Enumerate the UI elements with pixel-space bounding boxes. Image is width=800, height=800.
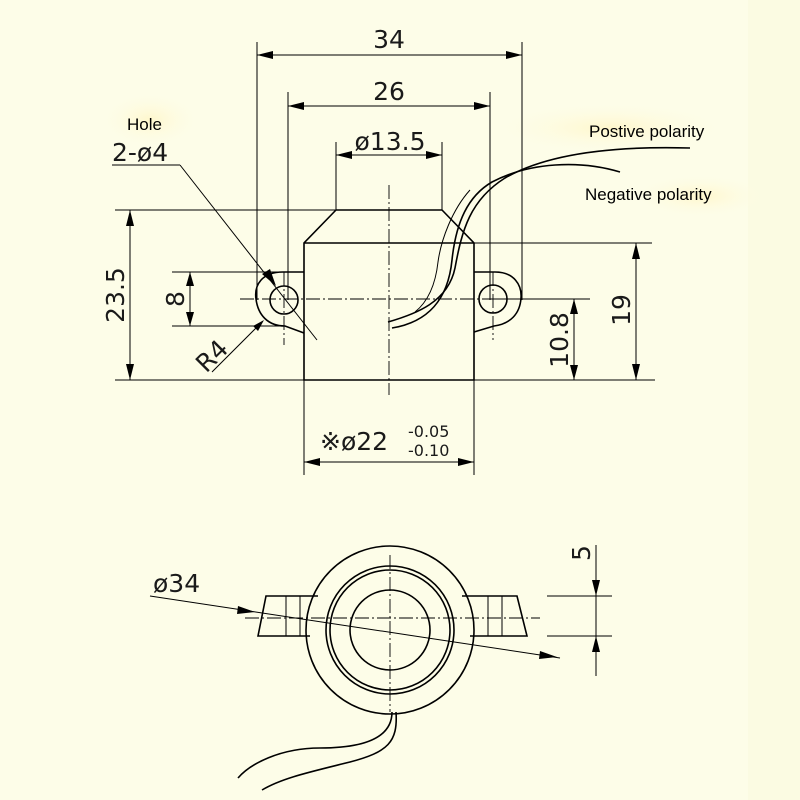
arrow-13-5-right <box>426 151 442 159</box>
positive-polarity-callout: Postive polarity <box>589 122 705 141</box>
holes-2-dia-4-label: 2-ø4 <box>112 138 168 167</box>
r4-leader-arrow <box>253 320 264 331</box>
arrow-5-top <box>592 580 600 596</box>
arrow-10-8-bottom <box>570 365 578 380</box>
holes-leader <box>179 164 318 341</box>
dim-13-5-label: ø13.5 <box>355 127 426 156</box>
left-ear-outline <box>254 271 305 334</box>
negative-label-highlight <box>630 174 770 218</box>
top-left-ear <box>257 595 318 637</box>
dim-34-label: 34 <box>373 25 405 54</box>
dim-26-label: 26 <box>373 77 405 106</box>
dim-10-8-label: 10.8 <box>545 312 574 368</box>
front-dimensions: 34 26 ø13.5 Hole 2-ø4 23.5 8 <box>101 25 712 475</box>
top-view: ø34 5 <box>149 545 612 791</box>
dim-22-tol-upper: -0.05 <box>408 422 449 441</box>
arrow-19-bottom <box>632 364 640 380</box>
hole-callout: Hole <box>127 115 162 134</box>
arrow-19-top <box>632 243 640 259</box>
arrow-8-top <box>186 272 194 286</box>
dia-34-leader <box>149 595 561 659</box>
negative-polarity-callout: Negative polarity <box>585 185 712 204</box>
dim-23-5-label: 23.5 <box>101 267 130 323</box>
arrow-34-left <box>257 51 273 59</box>
wire-bend <box>414 189 471 313</box>
top-right-ear <box>462 595 529 637</box>
arrow-26-left <box>288 102 304 110</box>
dim-5-label: 5 <box>567 545 596 561</box>
hole-label-highlight <box>100 92 200 148</box>
positive-wire <box>387 146 691 323</box>
positive-label-highlight <box>490 102 730 154</box>
dia-34-arrow-right <box>539 651 557 659</box>
dim-19-label: 19 <box>607 294 636 326</box>
arrow-8-bottom <box>186 312 194 326</box>
right-ear-outline <box>473 271 522 333</box>
dim-22-label: ※ø22 <box>320 427 388 456</box>
arrow-10-8-top <box>570 299 578 314</box>
top-wire-a <box>237 711 393 779</box>
arrow-23-5-bottom <box>126 364 134 380</box>
arrow-23-5-top <box>126 210 134 226</box>
arrow-13-5-left <box>336 151 352 159</box>
dim-22-tol-lower: -0.10 <box>408 441 449 460</box>
top-outer-circle <box>305 545 475 715</box>
arrow-22-left <box>304 458 320 466</box>
dim-8-label: 8 <box>161 291 190 307</box>
arrow-5-bottom <box>592 636 600 652</box>
arrow-26-right <box>474 102 490 110</box>
dim-34-top-label: ø34 <box>153 569 200 598</box>
dia-34-arrow-left <box>237 606 255 614</box>
top-wire-b <box>261 711 398 791</box>
background-edge <box>748 0 800 800</box>
arrow-34-right <box>506 51 522 59</box>
r4-leader <box>211 321 263 373</box>
arrow-22-right <box>458 458 474 466</box>
negative-wire <box>391 163 621 329</box>
holes-leader-arrow <box>262 269 276 286</box>
